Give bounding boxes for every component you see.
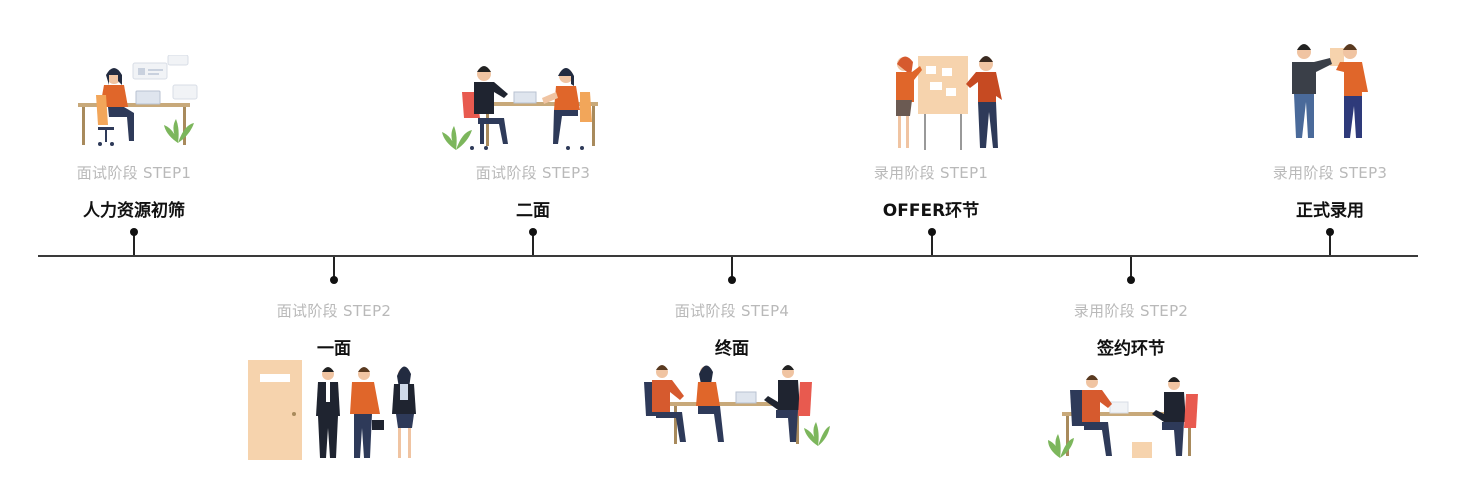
step-subtitle: 面试阶段 STEP3 [475,164,591,182]
step-title: 签约环节 [1097,339,1165,359]
contract-signing-icon [1048,372,1208,462]
timeline-node [130,228,138,236]
timeline-connector [931,235,933,255]
timeline-connector [1329,235,1331,255]
step-title: 人力资源初筛 [83,201,185,221]
timeline-connector [133,235,135,255]
timeline-node [1127,276,1135,284]
first-interview-waiting-icon [248,360,428,462]
second-interview-meeting-icon [442,62,602,152]
step-label: 面试阶段 STEP1 人力资源初筛 [24,162,244,221]
step-label: 面试阶段 STEP4 终面 [622,300,842,359]
timeline-connector [532,235,534,255]
step-label: 录用阶段 STEP1 OFFER环节 [821,162,1041,221]
step-label: 录用阶段 STEP3 正式录用 [1220,162,1440,221]
step-title: 正式录用 [1296,201,1364,221]
timeline-node [728,276,736,284]
step-subtitle: 录用阶段 STEP3 [1272,164,1388,182]
step-subtitle: 录用阶段 STEP1 [873,164,989,182]
step-subtitle: 面试阶段 STEP2 [276,302,392,320]
offer-board-presentation-icon [890,52,1015,152]
timeline-axis [38,255,1418,257]
timeline-node [928,228,936,236]
step-subtitle: 录用阶段 STEP2 [1073,302,1189,320]
official-hiring-handshake-icon [1284,42,1379,142]
final-interview-table-icon [640,362,830,448]
step-label: 录用阶段 STEP2 签约环节 [1021,300,1241,359]
timeline-node [529,228,537,236]
step-subtitle: 面试阶段 STEP4 [674,302,790,320]
timeline-connector [333,257,335,277]
step-title: 一面 [317,339,351,359]
timeline-node [1326,228,1334,236]
hr-screening-desk-icon [78,55,208,150]
step-label: 面试阶段 STEP3 二面 [423,162,643,221]
step-title: 二面 [516,201,550,221]
step-label: 面试阶段 STEP2 一面 [224,300,444,359]
timeline-connector [731,257,733,277]
step-title: OFFER环节 [882,201,980,221]
timeline-node [330,276,338,284]
step-subtitle: 面试阶段 STEP1 [76,164,192,182]
step-title: 终面 [715,339,749,359]
timeline-connector [1130,257,1132,277]
